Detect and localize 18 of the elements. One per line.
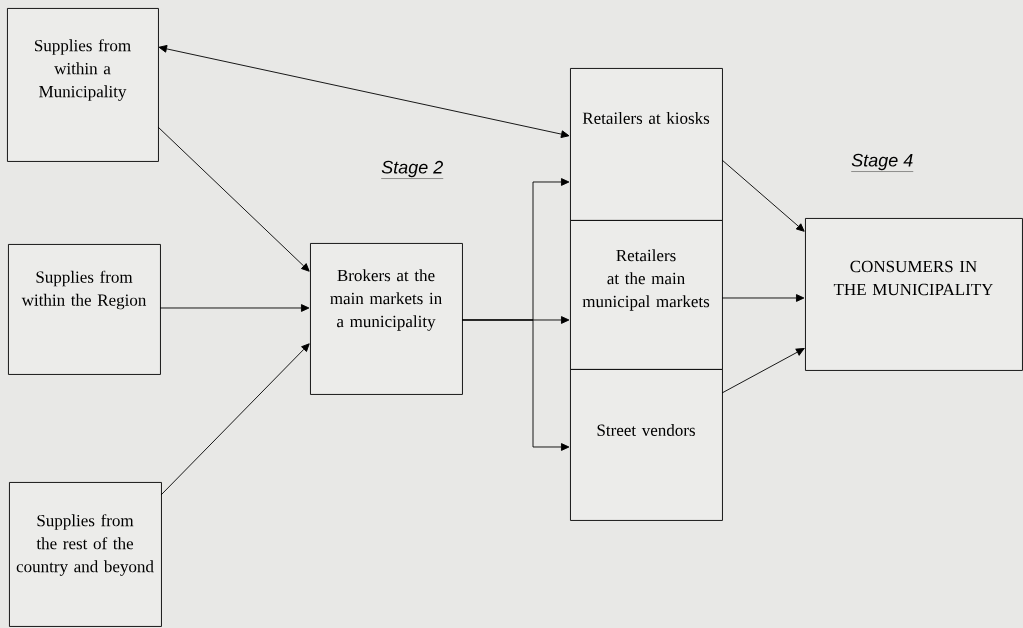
arrow bbox=[461, 319, 570, 451]
box: Street vendors bbox=[570, 369, 723, 521]
box: Supplies from the rest of the country and beyond bbox=[9, 482, 162, 627]
arrow bbox=[160, 343, 310, 496]
arrow bbox=[158, 45, 570, 138]
stage-label: Stage 2 bbox=[381, 160, 444, 179]
box: Supplies from within the Region bbox=[8, 244, 161, 375]
box: Supplies from within a Municipality bbox=[7, 8, 159, 162]
arrow bbox=[157, 126, 310, 272]
arrow bbox=[159, 304, 310, 312]
box: Retailers at the main municipal markets bbox=[570, 220, 723, 370]
box: Brokers at the main markets in a municipality bbox=[310, 243, 463, 395]
arrow bbox=[721, 294, 805, 302]
stage-label: Stage 4 bbox=[851, 153, 914, 172]
arrow bbox=[721, 348, 805, 394]
arrow bbox=[721, 159, 805, 232]
box: CONSUMERS IN THE MUNICIPALITY bbox=[805, 218, 1023, 371]
box: Retailers at kiosks bbox=[570, 68, 723, 221]
